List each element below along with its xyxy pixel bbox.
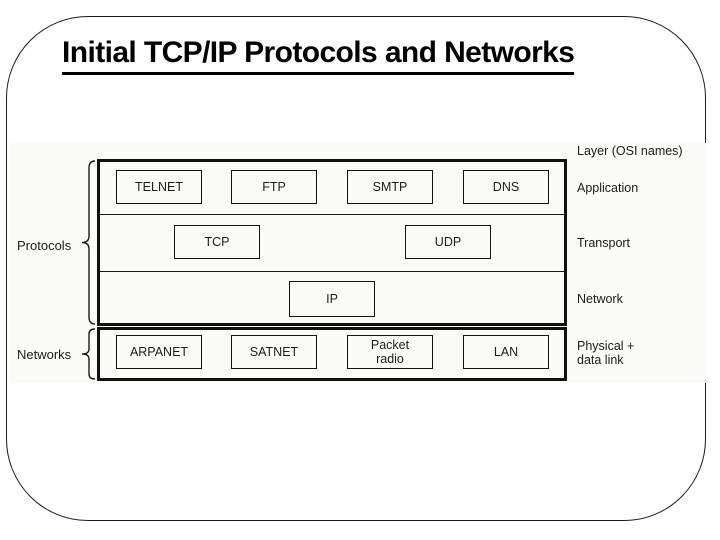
page-title: Initial TCP/IP Protocols and Networks [62, 36, 575, 75]
group-label-protocols: Protocols [17, 238, 72, 253]
protocols-brace-icon [81, 160, 96, 325]
application-transport-divider [100, 214, 564, 215]
box-packet-radio: Packet radio [347, 335, 433, 369]
legend-title: Layer (OSI names) [577, 144, 683, 158]
box-smtp: SMTP [347, 170, 433, 204]
transport-network-divider [100, 271, 564, 272]
box-dns: DNS [463, 170, 549, 204]
box-ftp: FTP [231, 170, 317, 204]
group-label-networks: Networks [17, 347, 72, 362]
box-tcp: TCP [174, 225, 260, 259]
networks-brace-icon [81, 328, 96, 380]
layer-label-network: Network [577, 292, 623, 306]
box-udp: UDP [405, 225, 491, 259]
networks-region-rect [97, 327, 567, 381]
layer-label-transport: Transport [577, 236, 631, 250]
box-ip: IP [289, 281, 375, 317]
layer-label-physical-data-link: Physical + data link [577, 339, 635, 367]
page-title-text: Initial TCP/IP Protocols and Networks [62, 36, 575, 75]
box-lan: LAN [463, 335, 549, 369]
protocols-region-rect [97, 159, 567, 326]
protocol-stack-diagram: TELNET FTP SMTP DNS TCP UDP IP ARPANET S… [10, 143, 707, 383]
box-telnet: TELNET [116, 170, 202, 204]
box-satnet: SATNET [231, 335, 317, 369]
layer-label-application: Application [577, 181, 639, 195]
box-arpanet: ARPANET [116, 335, 202, 369]
